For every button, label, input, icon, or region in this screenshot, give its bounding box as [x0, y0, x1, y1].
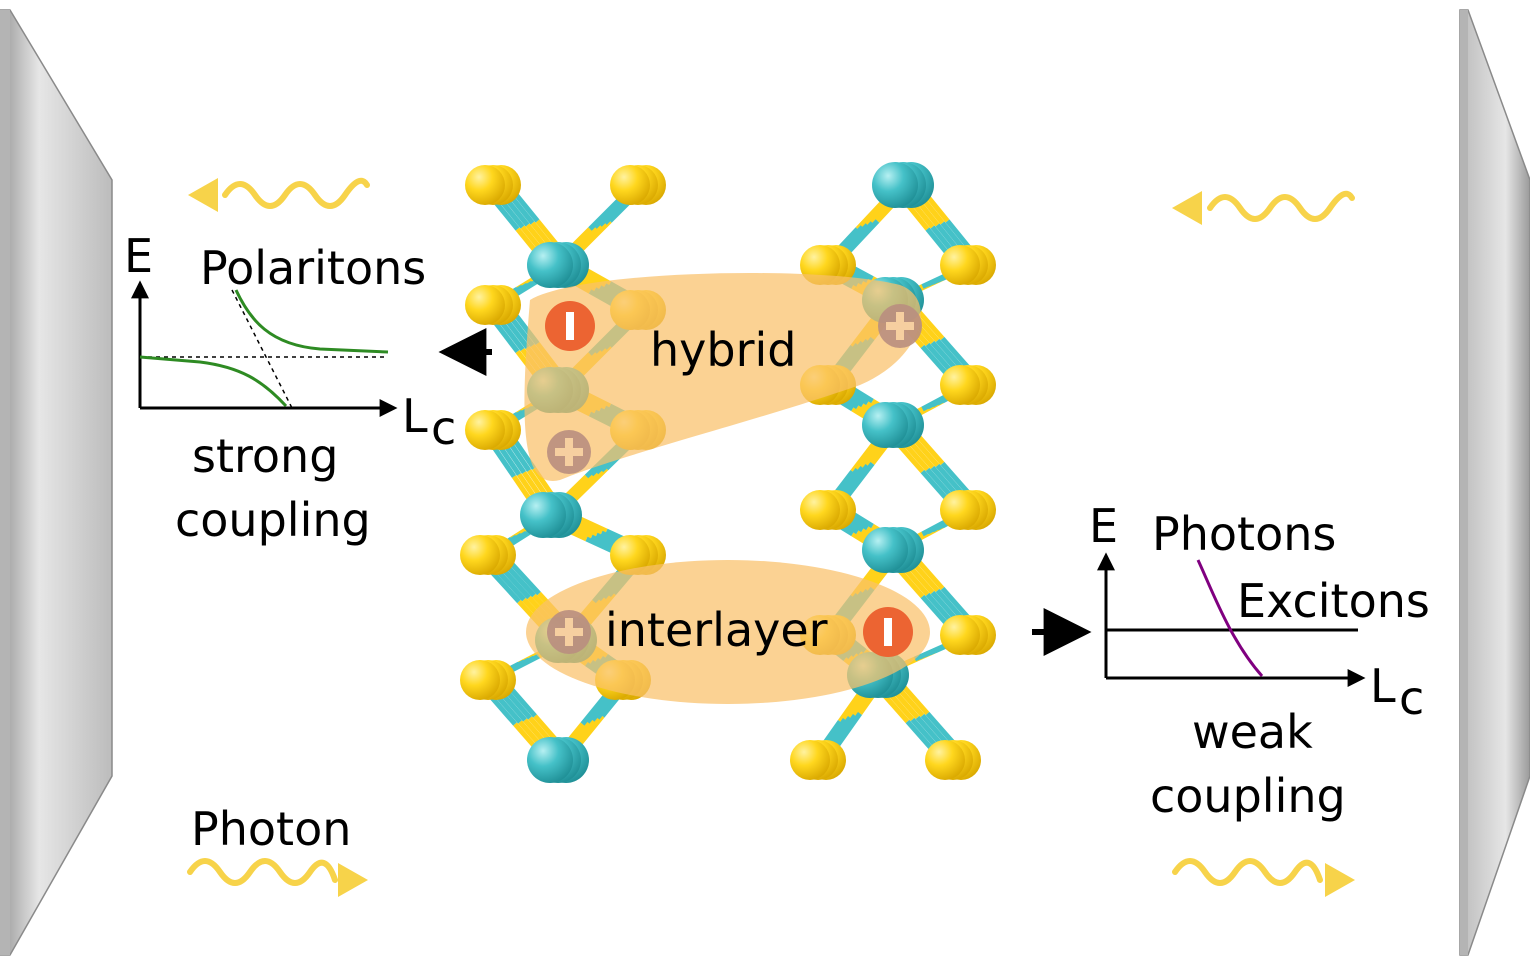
left-energy-axis-label: E	[124, 229, 153, 283]
right-energy-axis-label: E	[1089, 499, 1118, 553]
strong-coupling-line2: coupling	[175, 493, 371, 547]
photon-wave-icon	[1172, 190, 1355, 225]
photon-wave-icon	[1172, 858, 1355, 897]
sulfur-atom	[465, 410, 505, 450]
right-mirror	[1410, 9, 1530, 956]
metal-atom	[527, 242, 573, 288]
photons-label: Photons	[1152, 507, 1336, 561]
interlayer-label: interlayer	[605, 603, 828, 657]
sulfur-atom	[610, 535, 650, 575]
left-photon-dashed	[231, 289, 293, 409]
right-length-axis-subscript: c	[1399, 671, 1424, 725]
interlayer-exciton-cloud	[526, 560, 930, 704]
metal-atom	[520, 492, 566, 538]
photon-wave-icon	[187, 858, 368, 897]
metal-atom	[872, 162, 918, 208]
hybrid-exciton-cloud	[524, 273, 921, 481]
sulfur-atom	[940, 365, 980, 405]
sulfur-atom	[790, 740, 830, 780]
right-panel: E Photons Excitons L c weak coupling	[1032, 499, 1430, 823]
strong-coupling-line1: strong	[192, 429, 338, 483]
sulfur-atom	[465, 165, 505, 205]
weak-coupling-line1: weak	[1192, 705, 1313, 759]
bilayer-crystal	[460, 162, 996, 783]
upper-polariton-curve	[234, 289, 389, 354]
left-panel: E Polaritons L c strong coupling	[124, 229, 492, 547]
electron-hybrid	[545, 301, 595, 351]
left-length-axis-subscript: c	[431, 401, 456, 455]
metal-atom	[527, 737, 573, 783]
excitons-label: Excitons	[1237, 574, 1430, 628]
metal-atom	[862, 402, 908, 448]
sulfur-atom	[925, 740, 965, 780]
metal-atom	[862, 527, 908, 573]
hole-hybrid-top	[878, 304, 922, 348]
hole-hybrid-left	[547, 430, 591, 474]
electron-interlayer	[863, 607, 913, 657]
left-panel-title: Polaritons	[200, 241, 426, 295]
hybrid-label: hybrid	[650, 323, 796, 377]
hole-interlayer	[547, 610, 591, 654]
sulfur-atom	[610, 165, 650, 205]
left-length-axis-label: L	[402, 389, 428, 443]
mirror-edge	[1460, 10, 1468, 955]
sulfur-atom	[465, 285, 505, 325]
right-length-axis-label: L	[1370, 659, 1396, 713]
sulfur-atom	[460, 660, 500, 700]
photon-curve	[1196, 559, 1264, 677]
photon-label: Photon	[191, 802, 351, 856]
lower-polariton-curve	[139, 355, 288, 408]
sulfur-atom	[460, 535, 500, 575]
left-mirror	[0, 9, 113, 956]
photon-waves	[187, 177, 1355, 897]
weak-coupling-line2: coupling	[1150, 769, 1346, 823]
photon-wave-icon	[188, 177, 370, 212]
sulfur-atom	[940, 245, 980, 285]
mirror-icon	[0, 9, 113, 956]
sulfur-atom	[940, 490, 980, 530]
sulfur-atom	[940, 615, 980, 655]
mirror-edge	[0, 10, 10, 955]
sulfur-atom	[800, 490, 840, 530]
